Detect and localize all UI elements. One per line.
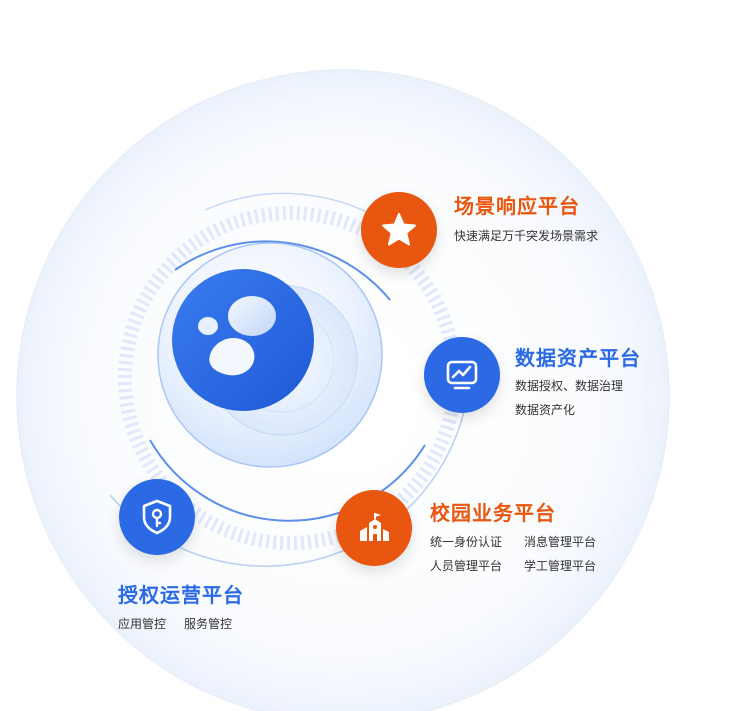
desc-item: 学工管理平台	[524, 559, 597, 573]
scene-title: 场景响应平台	[454, 194, 580, 218]
desc-item: 应用管控	[118, 617, 167, 631]
desc-row: 人员管理平台 学工管理平台	[430, 554, 596, 578]
desc-item: 数据资产化	[515, 403, 576, 417]
scene-badge	[361, 192, 437, 268]
desc-row: 应用管控 服务管控	[118, 612, 232, 636]
desc-row: 数据资产化	[515, 398, 623, 422]
data-desc: 数据授权、数据治理 数据资产化	[515, 374, 623, 422]
desc-item: 统一身份认证	[430, 535, 503, 549]
shield-key-icon	[142, 499, 172, 535]
chart-icon	[446, 360, 478, 390]
desc-item: 消息管理平台	[524, 535, 597, 549]
scene-desc: 快速满足万千突发场景需求	[454, 224, 598, 248]
star-icon	[382, 213, 416, 246]
mid-orbit-arc-top	[174, 240, 391, 301]
desc-row: 快速满足万千突发场景需求	[454, 224, 598, 248]
auth-title: 授权运营平台	[118, 583, 244, 607]
data-title: 数据资产平台	[515, 346, 641, 370]
campus-badge	[336, 490, 412, 566]
mid-orbit-arc	[149, 439, 426, 522]
desc-item: 服务管控	[184, 617, 233, 631]
desc-item: 快速满足万千突发场景需求	[454, 229, 599, 243]
desc-row: 统一身份认证 消息管理平台	[430, 530, 596, 554]
campus-desc: 统一身份认证 消息管理平台 人员管理平台 学工管理平台	[430, 530, 596, 578]
campus-title: 校园业务平台	[430, 501, 556, 525]
auth-desc: 应用管控 服务管控	[118, 612, 232, 636]
data-badge	[424, 337, 500, 413]
desc-item: 数据授权、数据治理	[515, 379, 624, 393]
building-icon	[360, 513, 389, 541]
auth-badge	[119, 479, 195, 555]
desc-item: 人员管理平台	[430, 559, 503, 573]
logo-icon	[172, 269, 314, 411]
desc-row: 数据授权、数据治理	[515, 374, 623, 398]
